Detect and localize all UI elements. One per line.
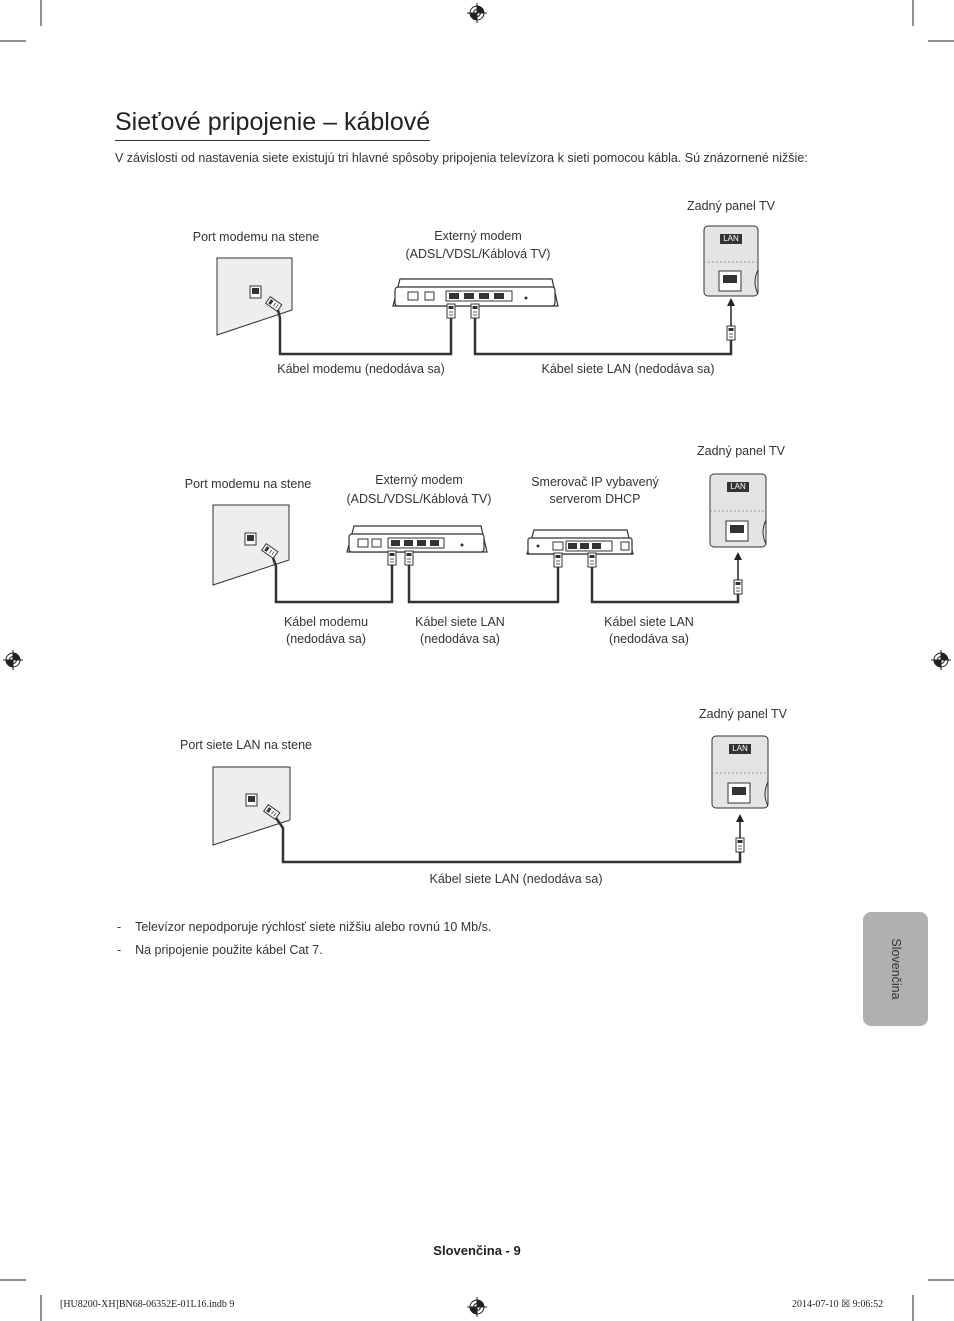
modem-cable-label-line1: Kábel modemu [283,615,369,629]
modem-cable-label: Kábel modemu (nedodáva sa) [277,362,445,376]
modem-label-line1: Externý modem [375,473,463,487]
wall-port-label: Port modemu na stene [192,230,320,244]
wall-port-icon [212,766,291,846]
modem-icon [392,278,559,307]
modem-icon [346,525,488,553]
wall-port-icon [216,257,293,336]
modem-cable-label-line2: (nedodáva sa) [286,632,366,646]
diagram-3 [212,735,769,864]
print-timestamp: 2014-07-10 ☒ 9:06:52 [792,1299,884,1310]
note-text: Televízor nepodporuje rýchlosť siete niž… [135,920,492,934]
wall-port-label: Port modemu na stene [184,477,312,491]
lan-port-label: LAN [723,234,739,243]
diagram-1 [216,225,759,356]
print-file-info: [HU8200-XH]BN68-06352E-01L16.indb 9 [60,1299,235,1310]
note-text: Na pripojenie použite kábel Cat 7. [135,943,323,957]
wall-port-icon [212,504,290,586]
lan-cable-2-label-line1: Kábel siete LAN [604,615,694,629]
lan-port-label: LAN [730,482,746,491]
lan-cable-label: Kábel siete LAN (nedodáva sa) [429,872,603,886]
router-label-line1: Smerovač IP vybavený [531,475,659,489]
lan-cable-2-label-line2: (nedodáva sa) [609,632,689,646]
router-icon [526,529,634,555]
tv-panel-icon [703,225,759,297]
note-item: - Na pripojenie použite kábel Cat 7. [117,943,323,957]
language-side-tab: Slovenčina [863,912,928,1026]
page-title: Sieťové pripojenie – káblové [115,108,431,141]
tv-panel-label: Zadný panel TV [686,199,776,213]
note-item: - Televízor nepodporuje rýchlosť siete n… [117,920,492,934]
lan-port-label: LAN [732,744,748,753]
lan-cable-label: Kábel siete LAN (nedodáva sa) [541,362,715,376]
tv-panel-icon [709,473,767,548]
language-side-tab-label: Slovenčina [888,938,903,1000]
modem-label-line1: Externý modem [434,229,522,243]
router-label-line2: serverom DHCP [549,492,641,506]
tv-panel-icon [711,735,769,809]
intro-text: V závislosti od nastavenia siete existuj… [115,151,808,165]
modem-label-line2: (ADSL/VDSL/Káblová TV) [405,247,551,261]
diagram-2 [212,473,767,604]
lan-cable-1-label-line2: (nedodáva sa) [420,632,500,646]
lan-cable-1-label-line1: Kábel siete LAN [415,615,505,629]
modem-label-line2: (ADSL/VDSL/Káblová TV) [346,492,492,506]
wall-port-label: Port siete LAN na stene [179,738,313,752]
tv-panel-label: Zadný panel TV [698,707,788,721]
page-footer: Slovenčina - 9 [433,1243,521,1258]
tv-panel-label: Zadný panel TV [696,444,786,458]
